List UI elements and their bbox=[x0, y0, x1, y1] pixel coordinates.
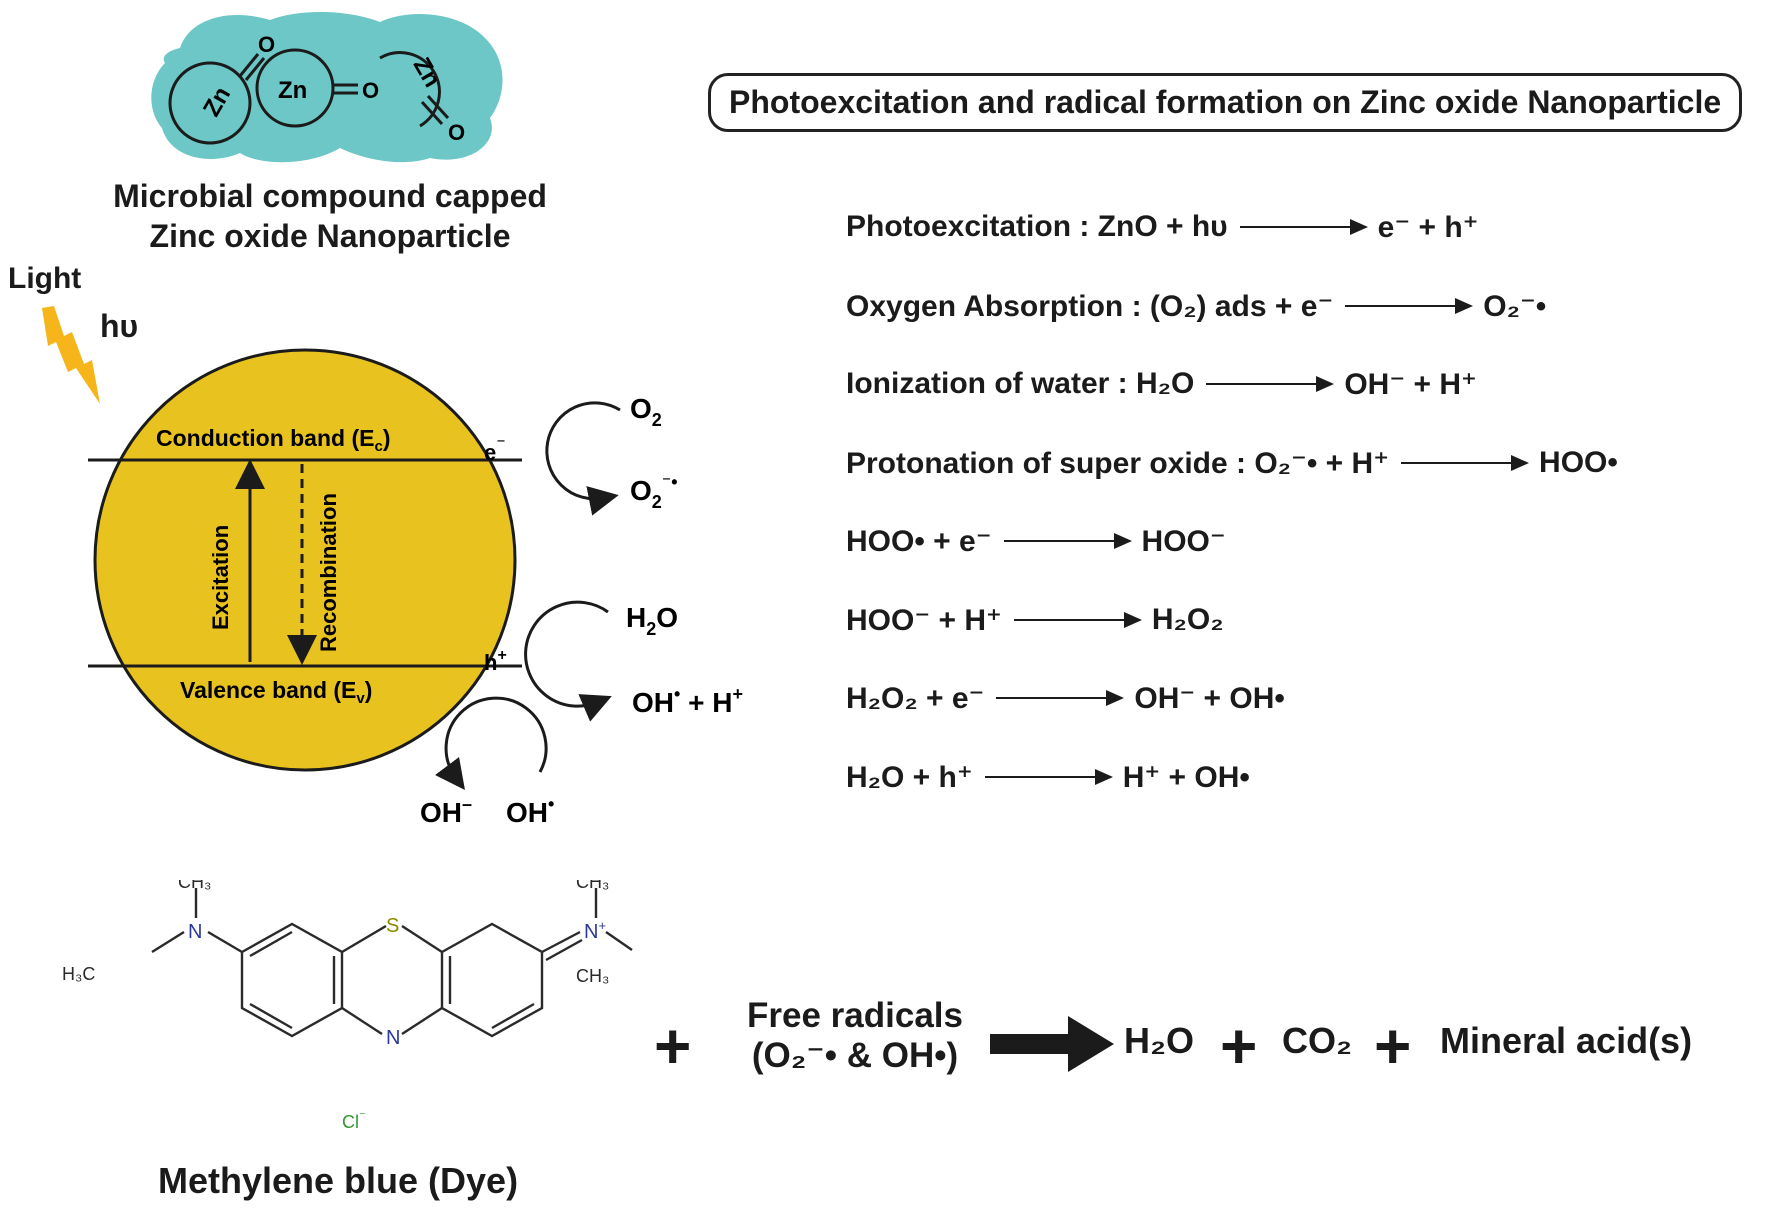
product-water: H₂O bbox=[1124, 1020, 1194, 1061]
equation-lhs: Protonation of super oxide : O₂⁻• + H⁺ bbox=[846, 446, 1390, 480]
hv-label: hυ bbox=[100, 308, 139, 344]
equation-lhs: HOO• + e⁻ bbox=[846, 524, 992, 558]
product-carbon-dioxide: CO₂ bbox=[1282, 1020, 1352, 1061]
equation-hydroperoxyl-reduction: HOO• + e⁻ HOO⁻ bbox=[846, 521, 1226, 561]
zno-particle bbox=[93, 348, 517, 772]
light-label: Light bbox=[8, 262, 82, 295]
equation-photoexcitation: Photoexcitation : ZnO + hυ e⁻ + h⁺ bbox=[846, 207, 1479, 247]
diagram-title: Photoexcitation and radical formation on… bbox=[708, 73, 1743, 132]
dye-caption: Methylene blue (Dye) bbox=[158, 1160, 519, 1201]
methyl-top-right-label: CH₃ bbox=[576, 880, 609, 892]
o-label-1: O bbox=[258, 32, 275, 57]
equation-rhs: H⁺ + OH• bbox=[1122, 760, 1250, 794]
plus-sign: + bbox=[654, 1010, 692, 1082]
equation-lhs: H₂O + h⁺ bbox=[846, 760, 973, 794]
conduction-band-label: Conduction band (Ec) bbox=[156, 425, 390, 455]
equation-rhs: HOO• bbox=[1539, 446, 1618, 479]
reaction-arrow bbox=[1206, 376, 1335, 392]
methyl-left-label: H₃C bbox=[62, 964, 95, 984]
reaction-arrow bbox=[1401, 455, 1530, 471]
o-label-3: O bbox=[448, 120, 465, 145]
right-benzene-ring bbox=[440, 922, 544, 1038]
reaction-arrow bbox=[996, 690, 1125, 706]
iminium-n-label: N+ bbox=[584, 918, 606, 943]
nanoparticle-caption-line1: Microbial compound capped bbox=[113, 178, 547, 214]
o2-label: O2 bbox=[630, 393, 662, 430]
equation-hydrogen-peroxide-formation: HOO⁻ + H⁺ H₂O₂ bbox=[846, 600, 1224, 640]
plus-sign: + bbox=[1374, 1010, 1412, 1082]
plus-sign: + bbox=[1220, 1010, 1258, 1082]
methyl-top-left-label: CH₃ bbox=[178, 880, 211, 892]
equation-rhs: e⁻ + h⁺ bbox=[1377, 210, 1479, 244]
chloride-label: Cl⁻ bbox=[342, 1108, 366, 1132]
zno-nanoparticle-cluster: Zn O Zn O Zn O bbox=[151, 11, 503, 163]
equation-oxygen-absorption: Oxygen Absorption : (O₂) ads + e⁻ O₂⁻• bbox=[846, 286, 1546, 326]
equation-lhs: Ionization of water : H₂O bbox=[846, 367, 1195, 400]
water-oxidation-arrow bbox=[524, 600, 612, 722]
overall-reaction-arrow bbox=[990, 1016, 1114, 1072]
hole-label: h+ bbox=[484, 647, 507, 675]
methyl-right-label: CH₃ bbox=[576, 966, 609, 986]
free-radicals-label: Free radicals bbox=[747, 996, 963, 1035]
product-mineral-acids: Mineral acid(s) bbox=[1440, 1020, 1693, 1061]
amine-n-label: N bbox=[188, 921, 202, 943]
equation-rhs: OH⁻ + OH• bbox=[1134, 681, 1285, 715]
hydroxyl-radical-and-proton-label: OH• + H+ bbox=[632, 684, 743, 718]
equation-rhs: H₂O₂ bbox=[1151, 603, 1224, 636]
hydroxide-oxidation-arrow bbox=[435, 696, 548, 791]
equation-lhs: HOO⁻ + H⁺ bbox=[846, 603, 1002, 637]
methylene-blue-structure: CH₃ CH₃ CH₃ H₃C CH₃ N N+ S N Cl⁻ bbox=[62, 880, 633, 1132]
equation-peroxide-reduction: H₂O₂ + e⁻ OH⁻ + OH• bbox=[846, 678, 1285, 718]
recombination-label: Recombination bbox=[316, 493, 341, 652]
left-benzene-ring bbox=[240, 922, 344, 1038]
equation-rhs: HOO⁻ bbox=[1141, 524, 1226, 558]
superoxide-label: O2⁻• bbox=[630, 472, 678, 512]
lightning-bolt-icon bbox=[42, 306, 100, 404]
hydroxyl-radical-label: OH• bbox=[506, 794, 554, 828]
hydroxide-label: OH– bbox=[420, 794, 472, 828]
capping-layer bbox=[151, 11, 503, 163]
o-label-2: O bbox=[362, 78, 379, 103]
reaction-arrow bbox=[984, 769, 1113, 785]
sulfur-label: S bbox=[386, 915, 399, 937]
reaction-arrow bbox=[1239, 219, 1368, 235]
nanoparticle-caption: Microbial compound capped Zinc oxide Nan… bbox=[70, 176, 590, 256]
equation-rhs: O₂⁻• bbox=[1483, 289, 1547, 323]
equation-protonation-of-super-oxide: Protonation of super oxide : O₂⁻• + H⁺ H… bbox=[846, 443, 1618, 483]
equation-water-oxidation: H₂O + h⁺ H⁺ + OH• bbox=[846, 757, 1250, 797]
reaction-arrow bbox=[1013, 612, 1142, 628]
band-diagram: Conduction band (Ec) Valence band (Ev) E… bbox=[88, 348, 743, 828]
excitation-label: Excitation bbox=[208, 525, 233, 630]
equation-lhs: Oxygen Absorption : (O₂) ads + e⁻ bbox=[846, 289, 1334, 323]
free-radicals-block: Free radicals (O₂⁻• & OH•) bbox=[736, 996, 974, 1076]
equation-lhs: H₂O₂ + e⁻ bbox=[846, 681, 985, 715]
zn-label-2: Zn bbox=[278, 77, 307, 104]
water-label: H2O bbox=[626, 602, 678, 639]
equation-ionization-of-water: Ionization of water : H₂O OH⁻ + H⁺ bbox=[846, 364, 1477, 404]
reaction-arrow bbox=[1003, 533, 1132, 549]
valence-band-label: Valence band (Ev) bbox=[180, 677, 372, 707]
equation-lhs: Photoexcitation : ZnO + hυ bbox=[846, 210, 1228, 243]
equation-rhs: OH⁻ + H⁺ bbox=[1344, 367, 1477, 401]
reaction-arrow bbox=[1345, 298, 1474, 314]
free-radicals-detail: (O₂⁻• & OH•) bbox=[751, 1036, 959, 1075]
oxygen-reduction-arrow bbox=[545, 401, 621, 516]
nanoparticle-caption-line2: Zinc oxide Nanoparticle bbox=[149, 218, 511, 254]
electron-label: e⁻ bbox=[484, 434, 506, 465]
ring-n-label: N bbox=[386, 1027, 400, 1049]
